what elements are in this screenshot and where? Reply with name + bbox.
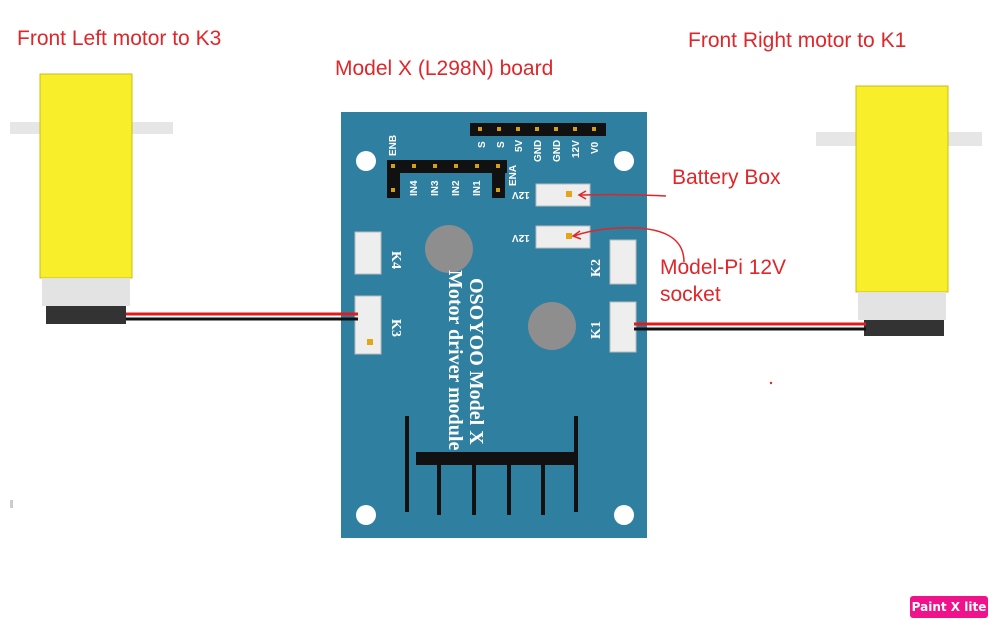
power-socket-label-2: 12V — [512, 232, 530, 243]
board-title: OSOYOO Model X — [465, 278, 487, 445]
battery-box-label: Battery Box — [672, 166, 781, 189]
port-k2-label: K2 — [588, 259, 604, 277]
pin-in1: IN1 — [472, 180, 483, 196]
pin-s-2: S — [496, 141, 507, 148]
left-motor-wire — [126, 312, 358, 321]
front-left-motor — [10, 73, 173, 324]
pin-gnd-2: GND — [552, 139, 563, 162]
board-label: Model X (L298N) board — [335, 57, 554, 80]
pin-5v: 5V — [514, 139, 525, 152]
paint-x-lite-watermark: Paint X lite — [910, 596, 988, 618]
front-left-motor-label: Front Left motor to K3 — [17, 27, 222, 50]
port-k3-label: K3 — [387, 319, 403, 337]
front-right-motor-label: Front Right motor to K1 — [688, 29, 907, 52]
motor-driver-board — [341, 112, 647, 538]
pin-gnd-1: GND — [533, 139, 544, 162]
model-pi-socket-label: Model-Pi 12V socket — [660, 254, 786, 308]
right-motor-wire — [634, 322, 866, 331]
pin-in3: IN3 — [430, 180, 441, 196]
port-k4-label: K4 — [387, 251, 403, 269]
pin-enb: ENB — [388, 134, 399, 156]
pin-s-1: S — [477, 141, 488, 148]
board-subtitle: Motor driver module — [444, 270, 466, 451]
pin-in4: IN4 — [409, 180, 420, 196]
model-pi-arrow — [571, 227, 685, 263]
pin-ena: ENA — [508, 164, 519, 186]
pin-in2: IN2 — [451, 180, 462, 196]
battery-box-arrow — [577, 190, 667, 200]
model-pi-label-line1: Model-Pi 12V — [660, 256, 787, 279]
front-right-motor — [816, 85, 982, 336]
pin-12v: 12V — [571, 140, 582, 158]
pin-v0: V0 — [590, 141, 601, 154]
port-k1-label: K1 — [588, 321, 604, 339]
model-pi-label-line2: socket — [660, 283, 721, 306]
power-socket-label-1: 12V — [512, 189, 530, 200]
